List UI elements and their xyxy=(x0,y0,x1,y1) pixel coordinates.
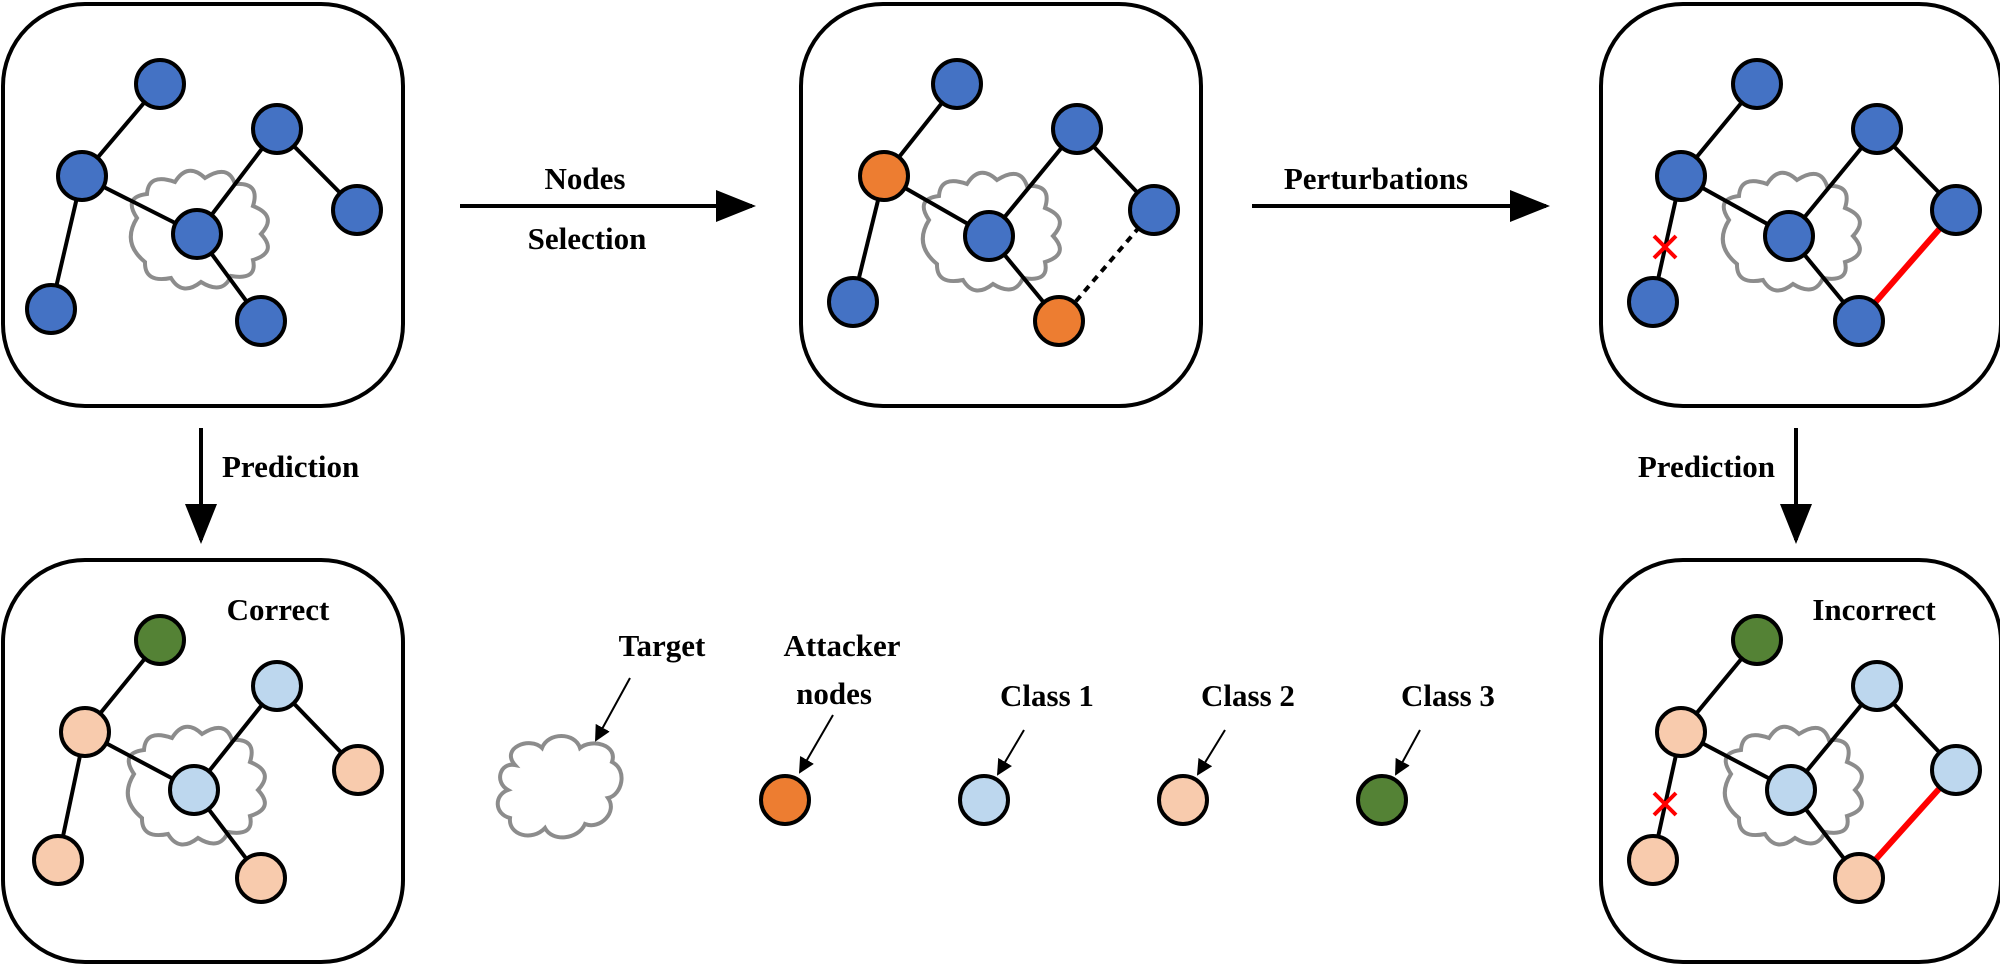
legend-class1-label: Class 1 xyxy=(1000,678,1094,713)
panel-frame xyxy=(1599,2,2000,408)
legend-class3: Class 3 xyxy=(1356,678,1495,826)
graph-node xyxy=(858,150,910,202)
graph-node xyxy=(1930,184,1982,236)
graph-node xyxy=(25,283,77,335)
target-cloud xyxy=(920,170,1062,293)
graph-node xyxy=(235,295,287,347)
arrow-label-perturbations: Perturbations xyxy=(1284,161,1468,196)
result-label-correct: Correct xyxy=(227,592,330,627)
target-cloud xyxy=(1722,724,1864,847)
graph-node xyxy=(1930,744,1982,796)
legend-target-label: Target xyxy=(619,628,706,663)
graph-node xyxy=(56,150,108,202)
arrow-label-nodes: Nodes xyxy=(545,161,626,196)
target-cloud xyxy=(128,168,270,291)
legend-attacker-node xyxy=(759,774,811,826)
arrow-label-selection: Selection xyxy=(528,221,647,256)
graph-node xyxy=(331,184,383,236)
arrow-nodes-selection: Nodes Selection xyxy=(460,161,756,256)
panel-frame xyxy=(1,2,405,408)
panel-selection xyxy=(799,2,1203,408)
legend-class3-node xyxy=(1356,774,1408,826)
graph-node xyxy=(1627,276,1679,328)
graph-node xyxy=(134,614,186,666)
legend-class1-node xyxy=(958,774,1010,826)
result-label-incorrect: Incorrect xyxy=(1812,592,1936,627)
graph-node xyxy=(1851,103,1903,155)
legend-target: Target xyxy=(495,628,706,840)
target-cloud xyxy=(1720,170,1862,293)
legend-class1: Class 1 xyxy=(958,678,1094,826)
graph-node xyxy=(1731,614,1783,666)
legend-attacker: Attacker nodes xyxy=(759,628,901,826)
panel-frame xyxy=(799,2,1203,408)
arrow-prediction-right: Prediction xyxy=(1638,428,1812,544)
graph-node xyxy=(827,276,879,328)
graph-node xyxy=(1627,834,1679,886)
target-node xyxy=(1763,210,1815,262)
legend-attacker-pointer xyxy=(798,714,834,774)
legend-attacker-label-2: nodes xyxy=(796,676,872,711)
legend-class2-pointer xyxy=(1196,729,1226,776)
arrow-prediction-left: Prediction xyxy=(185,428,359,544)
target-cloud xyxy=(125,724,267,847)
graph-node xyxy=(1833,295,1885,347)
arrow-perturbations: Perturbations xyxy=(1252,161,1550,222)
graph-node xyxy=(32,834,84,886)
target-node xyxy=(963,210,1015,262)
panel-frame xyxy=(1,558,405,964)
arrow-label-prediction-left: Prediction xyxy=(222,449,359,484)
panel-frame xyxy=(1599,558,2000,964)
legend-attacker-label-1: Attacker xyxy=(783,628,900,663)
graph-node xyxy=(1051,103,1103,155)
legend-class3-label: Class 3 xyxy=(1401,678,1495,713)
target-node xyxy=(1765,764,1817,816)
graph-node xyxy=(1731,58,1783,110)
panel-perturbed xyxy=(1599,2,2000,408)
legend-class2-node xyxy=(1157,774,1209,826)
legend-target-pointer xyxy=(595,677,631,742)
panel-prediction-incorrect xyxy=(1599,558,2000,964)
target-node xyxy=(168,764,220,816)
legend-class3-pointer xyxy=(1395,729,1421,776)
target-node xyxy=(171,208,223,260)
graph-node xyxy=(59,706,111,758)
graph-node xyxy=(1128,184,1180,236)
legend-class2-label: Class 2 xyxy=(1201,678,1295,713)
graph-node xyxy=(235,852,287,904)
graph-node xyxy=(1833,852,1885,904)
legend: Target Attacker nodes Class 1 Class 2 Cl… xyxy=(495,628,1495,840)
graph-node xyxy=(931,58,983,110)
graph-node xyxy=(1033,295,1085,347)
removed-edge-mark xyxy=(1652,234,1678,260)
legend-class1-pointer xyxy=(996,729,1025,776)
panel-prediction-correct xyxy=(1,558,405,964)
graph-node xyxy=(134,58,186,110)
legend-target-cloud xyxy=(495,734,624,840)
graph-node xyxy=(1851,660,1903,712)
graph-node xyxy=(1655,150,1707,202)
removed-edge-mark xyxy=(1652,791,1678,817)
panel-original xyxy=(1,2,405,408)
graph-node xyxy=(251,660,303,712)
graph-node xyxy=(251,103,303,155)
arrow-label-prediction-right: Prediction xyxy=(1638,449,1775,484)
graph-node xyxy=(1655,706,1707,758)
legend-class2: Class 2 xyxy=(1157,678,1295,826)
graph-node xyxy=(332,744,384,796)
